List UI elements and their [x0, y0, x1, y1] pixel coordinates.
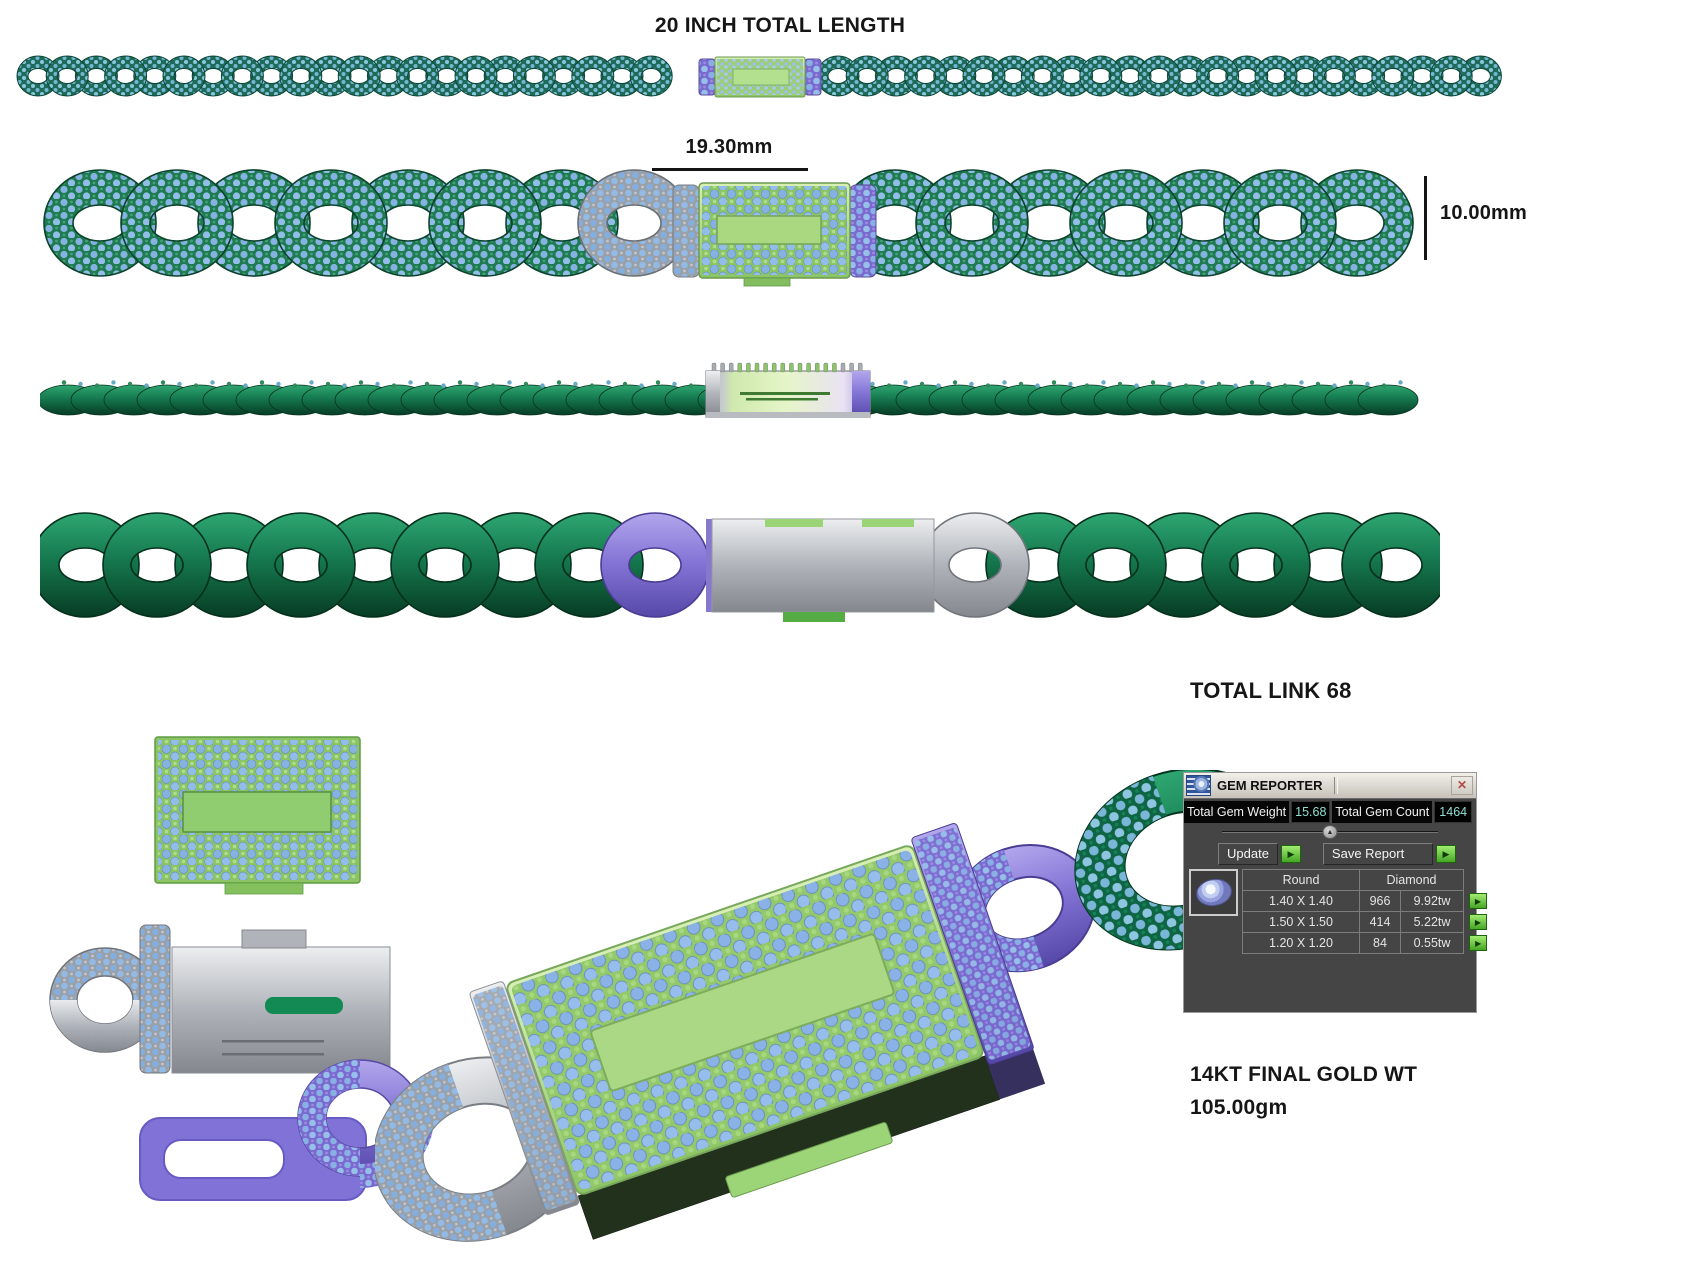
total-link-label: TOTAL LINK 68	[1190, 678, 1352, 703]
gold-weight-label: 14KT FINAL GOLD WT 105.00gm	[1190, 1058, 1417, 1124]
gem-reporter-title: GEM REPORTER	[1217, 778, 1323, 793]
save-report-button[interactable]: Save Report	[1322, 843, 1433, 865]
gem-weight: 5.22tw	[1400, 911, 1464, 933]
clasp-width-dimension-line	[652, 168, 808, 171]
shape-column-header: Round	[1242, 869, 1360, 891]
gem-row-run-button[interactable]: ▶	[1469, 914, 1487, 931]
type-column-header: Diamond	[1359, 869, 1464, 891]
gem-row-run-button[interactable]: ▶	[1469, 893, 1487, 910]
clasp-3d-view	[375, 770, 1289, 1242]
update-button[interactable]: Update	[1218, 843, 1278, 865]
total-gem-count-label: Total Gem Count	[1332, 801, 1433, 823]
collapse-arrow-icon[interactable]: ▲	[1322, 825, 1338, 839]
chain-plain-view	[40, 512, 1440, 622]
gem-count: 84	[1359, 932, 1401, 954]
gem-table: Round Diamond 1.40 X 1.40 966 9.92tw ▶ 1…	[1189, 869, 1488, 954]
total-gem-weight-value: 15.68	[1291, 801, 1331, 823]
gem-size: 1.50 X 1.50	[1242, 911, 1360, 933]
gem-row: 1.40 X 1.40 966 9.92tw ▶	[1242, 890, 1488, 912]
gem-row-run-button[interactable]: ▶	[1469, 935, 1488, 952]
gem-reporter-app-icon	[1186, 775, 1211, 796]
total-length-label: 20 INCH TOTAL LENGTH	[654, 14, 906, 37]
gem-weight: 9.92tw	[1400, 890, 1464, 912]
gem-size: 1.40 X 1.40	[1242, 890, 1360, 912]
gem-count: 414	[1359, 911, 1401, 933]
gold-weight-line2: 105.00gm	[1190, 1096, 1288, 1119]
total-gem-count-value: 1464	[1434, 801, 1473, 823]
chain-detail-view	[43, 169, 1414, 287]
action-buttons-row: Update ▶ Save Report ▶	[1218, 842, 1476, 866]
gem-row: 1.50 X 1.50 414 5.22tw ▶	[1242, 911, 1488, 933]
total-gem-weight-label: Total Gem Weight	[1184, 801, 1290, 823]
gem-table-header-row: Round Diamond	[1242, 869, 1488, 891]
gem-row: 1.20 X 1.20 84 0.55tw ▶	[1242, 932, 1488, 954]
clasp-side-view	[49, 924, 391, 1074]
gem-reporter-panel: GEM REPORTER ✕ Total Gem Weight 15.68 To…	[1183, 772, 1488, 1013]
gem-thumbnail	[1189, 869, 1238, 916]
chain-profile-view	[40, 362, 1419, 418]
chain-height-label: 10.00mm	[1440, 202, 1528, 224]
round-gem-icon	[1193, 876, 1234, 909]
save-report-run-icon[interactable]: ▶	[1435, 845, 1456, 863]
gem-totals-row: Total Gem Weight 15.68 Total Gem Count 1…	[1184, 801, 1476, 823]
gem-weight: 0.55tw	[1400, 932, 1464, 954]
gem-count: 966	[1359, 890, 1401, 912]
gem-reporter-titlebar[interactable]: GEM REPORTER ✕	[1184, 773, 1476, 799]
clasp-width-label: 19.30mm	[685, 136, 773, 158]
panel-splitter[interactable]: ▲	[1192, 824, 1468, 839]
gold-weight-line1: 14KT FINAL GOLD WT	[1190, 1063, 1418, 1086]
update-run-icon[interactable]: ▶	[1280, 845, 1301, 863]
chain-height-dimension-line	[1424, 176, 1427, 260]
gem-size: 1.20 X 1.20	[1242, 932, 1360, 954]
close-icon[interactable]: ✕	[1451, 776, 1473, 795]
titlebar-divider	[1334, 777, 1339, 794]
chain-full-view	[16, 55, 1502, 98]
clasp-top-view	[154, 736, 361, 895]
